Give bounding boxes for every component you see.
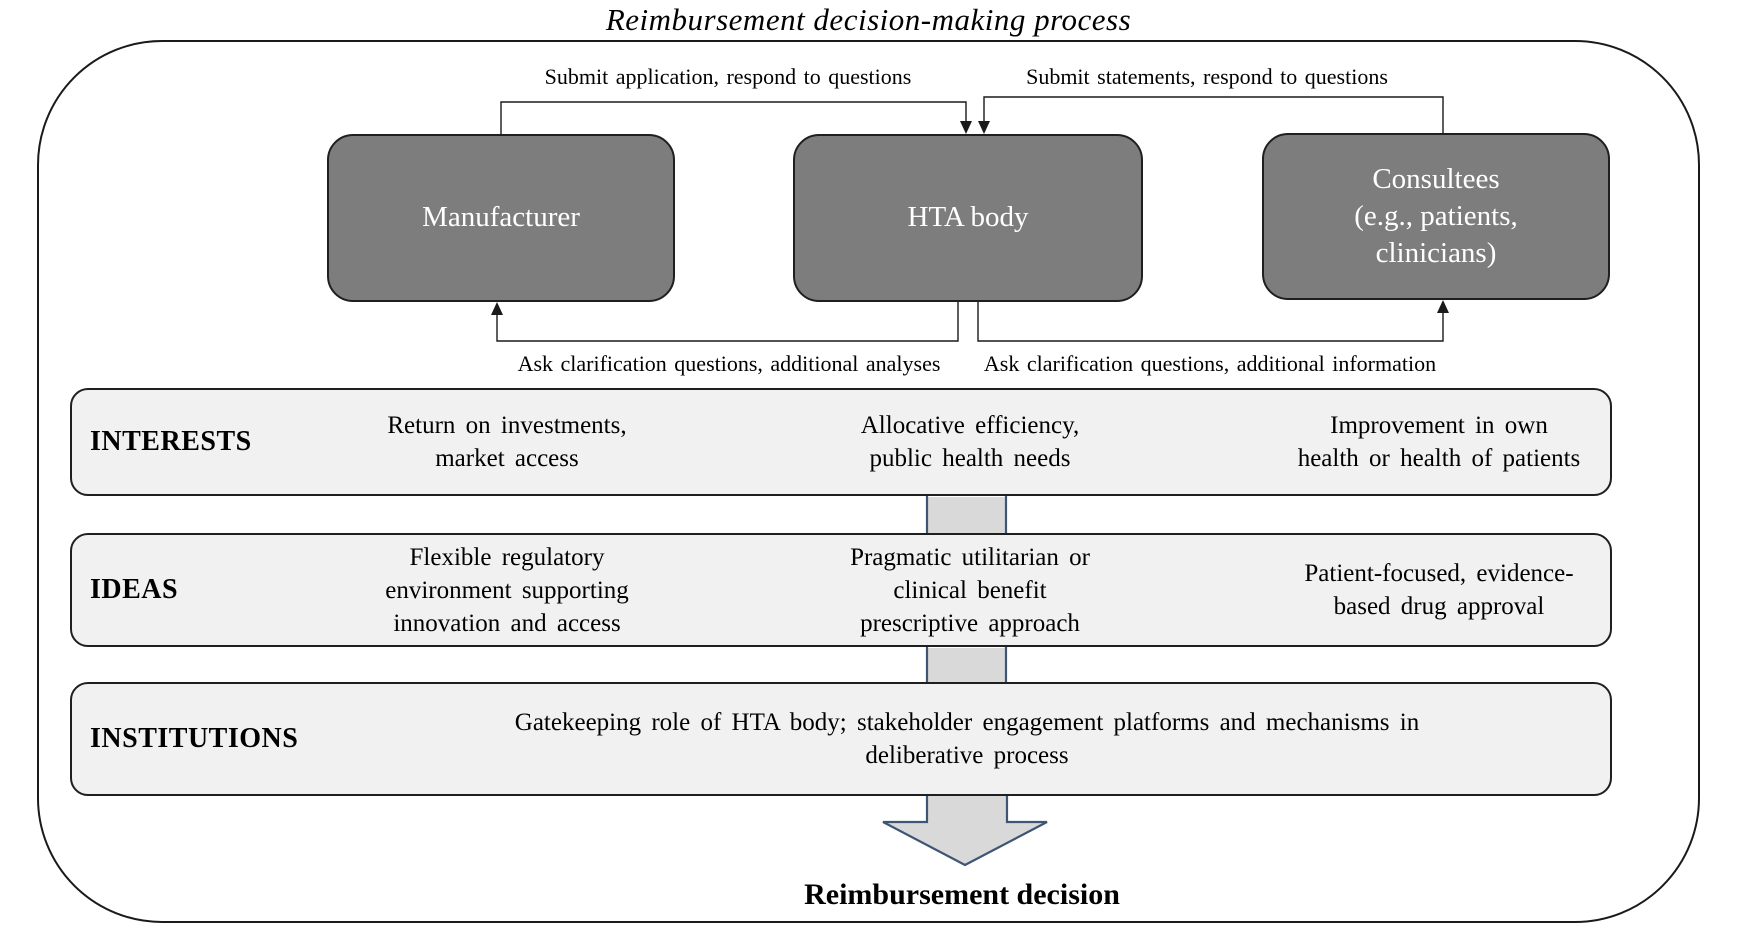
flow-line-clarification-analyses <box>496 302 959 342</box>
flow-label-clarification-information: Ask clarification questions, additional … <box>983 351 1437 376</box>
ideas-consultees-cell: Patient-focused, evidence- based drug ap… <box>1304 560 1574 620</box>
arrowhead-submit-application <box>960 121 972 134</box>
ideas-manufacturer-cell: Flexible regulatory environment supporti… <box>385 543 629 637</box>
flow-label-clarification-analyses: Ask clarification questions, additional … <box>517 351 941 376</box>
flow-line-clarification-information <box>977 302 1444 342</box>
down-connector-ideas-institutions-edges <box>925 647 1008 683</box>
down-connector-interests-ideas-edges <box>925 496 1008 534</box>
actor-box-consultees: Consultees (e.g., patients, clinicians) <box>1262 133 1610 300</box>
decision-arrow-icon <box>882 796 1048 867</box>
actor-box-hta-body: HTA body <box>793 134 1143 302</box>
arrowhead-clarification-information <box>1437 300 1449 313</box>
row-interests: INTERESTS Return on investments, market … <box>70 388 1612 496</box>
process-boundary <box>37 40 1700 923</box>
diagram-title: Reimbursement decision-making process <box>605 2 1132 37</box>
flow-label-submit-statements: Submit statements, respond to questions <box>1026 64 1388 89</box>
decision-label: Reimbursement decision <box>804 878 1120 911</box>
actor-label-hta-body: HTA body <box>907 201 1029 234</box>
row-label-ideas: IDEAS <box>90 574 179 605</box>
arrowhead-clarification-analyses <box>491 302 503 315</box>
arrowhead-submit-statements <box>978 121 990 134</box>
institutions-cell: Gatekeeping role of HTA body; stakeholde… <box>514 709 1420 769</box>
flow-line-submit-application <box>500 101 967 134</box>
down-connector-interests-ideas <box>927 497 1006 534</box>
actor-box-manufacturer: Manufacturer <box>327 134 675 302</box>
actor-label-manufacturer: Manufacturer <box>422 201 580 234</box>
actor-label-consultees: Consultees (e.g., patients, clinicians) <box>1354 162 1518 270</box>
row-institutions: INSTITUTIONS Gatekeeping role of HTA bod… <box>70 682 1612 796</box>
flow-line-submit-statements <box>983 96 1444 133</box>
flow-label-submit-application: Submit application, respond to questions <box>544 64 912 89</box>
interests-hta-cell: Allocative efficiency, public health nee… <box>860 412 1080 472</box>
down-connector-ideas-institutions <box>927 648 1006 683</box>
ideas-hta-cell: Pragmatic utilitarian or clinical benefi… <box>850 543 1090 637</box>
row-label-interests: INTERESTS <box>90 426 252 457</box>
row-ideas: IDEAS Flexible regulatory environment su… <box>70 533 1612 647</box>
interests-consultees-cell: Improvement in own health or health of p… <box>1297 412 1581 472</box>
interests-manufacturer-cell: Return on investments, market access <box>387 412 627 472</box>
row-label-institutions: INSTITUTIONS <box>90 723 299 754</box>
